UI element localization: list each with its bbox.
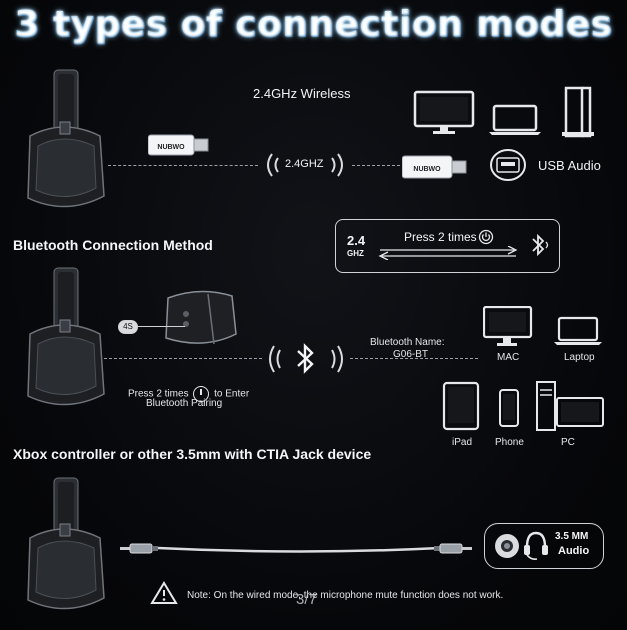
audio-jack-icon [495, 534, 519, 558]
connector-line [350, 358, 478, 359]
bt-name-value: G06-BT [393, 349, 429, 360]
connector-line [104, 358, 262, 359]
warning-icon [150, 581, 178, 604]
bluetooth-heading: Bluetooth Connection Method [13, 237, 213, 253]
mode-instruction-text: Press 2 times [404, 230, 477, 244]
tablet-icon [442, 381, 480, 431]
connector-line [352, 165, 400, 166]
monitor-icon [413, 90, 475, 134]
headset-side-image [27, 477, 105, 610]
usb-dongle-image: NUBWO [402, 155, 467, 179]
bt-name-label: Bluetooth Name: [370, 337, 445, 348]
wired-note-text: Note: On the wired mode, the microphone … [187, 590, 504, 601]
headset-mic-icon [524, 531, 548, 560]
pairing-instruction-line2: Bluetooth Pairing [146, 398, 223, 409]
power-icon [193, 386, 210, 402]
headset-side-image [27, 69, 105, 208]
device-label-laptop: Laptop [564, 352, 595, 363]
power-icon [478, 229, 494, 245]
usb-audio-icon [490, 149, 526, 181]
audio-cable-image [120, 543, 472, 554]
connector-line [108, 165, 258, 166]
device-label-pc: PC [561, 437, 575, 448]
pairing-text-pre: Press 2 times [128, 388, 189, 400]
console-icon [562, 86, 594, 138]
bidirectional-arrows [378, 246, 518, 260]
page-indicator: 3/7 [296, 591, 317, 608]
callout-line [137, 326, 185, 327]
device-label-phone: Phone [495, 437, 524, 448]
phone-icon [499, 389, 519, 427]
laptop-icon [554, 316, 602, 345]
mac-monitor-icon [483, 306, 533, 346]
mode-switch-box: 2.4 GHZ Press 2 times [335, 219, 560, 273]
page-title: 3 types of connection modes [14, 4, 613, 45]
jack-info-box: 3.5 MM Audio [484, 523, 604, 569]
pairing-text-post: to Enter [214, 388, 250, 400]
usb-dongle-image: NUBWO [148, 134, 209, 156]
mode-ghz-text: GHZ [347, 249, 364, 258]
wireless-heading: 2.4GHz Wireless [253, 86, 351, 101]
usb-audio-label: USB Audio [538, 158, 601, 173]
jack-size-text: 3.5 MM [555, 531, 589, 542]
signal-label: 2.4GHZ [285, 158, 324, 170]
dongle-brand-text: NUBWO [413, 166, 441, 173]
device-label-ipad: iPad [452, 437, 473, 448]
wireless-signal-icon [267, 153, 343, 177]
bluetooth-signal-icon [269, 343, 343, 374]
bluetooth-icon [532, 233, 549, 257]
device-label-mac: MAC [497, 352, 520, 363]
desktop-pc-icon [536, 381, 604, 431]
wired-heading: Xbox controller or other 3.5mm with CTIA… [13, 446, 372, 462]
pairing-instruction-line1: Press 2 times to Enter [128, 386, 249, 402]
headset-side-image [27, 267, 105, 406]
dongle-brand-text: NUBWO [157, 144, 185, 151]
mode-2-4-text: 2.4 [347, 233, 366, 248]
jack-audio-text: Audio [558, 545, 590, 557]
earcup-buttons-image [165, 290, 237, 345]
hold-seconds-badge: 4S [118, 320, 138, 334]
laptop-icon [489, 104, 541, 135]
